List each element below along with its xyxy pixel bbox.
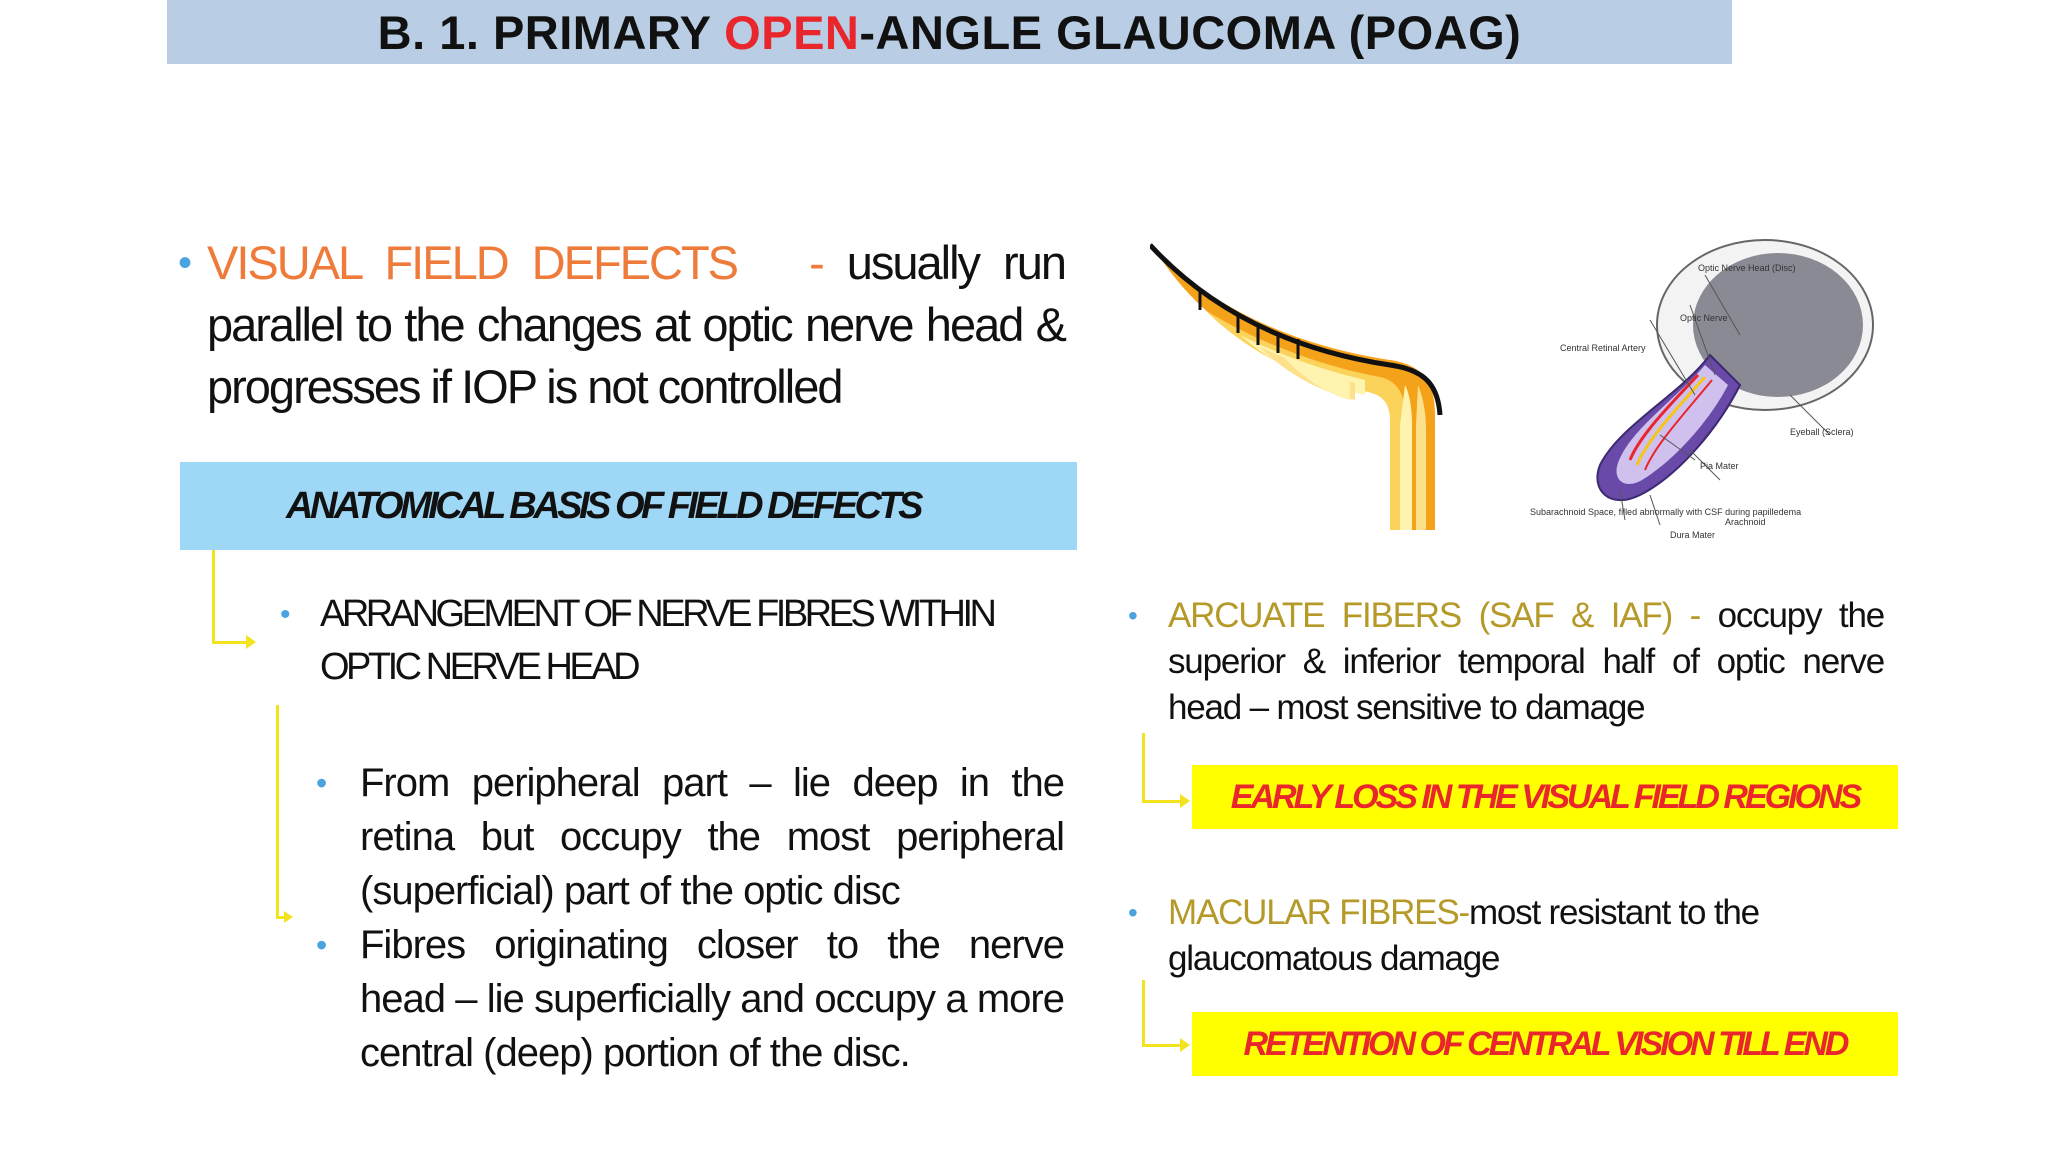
eyeball-cross-section	[1596, 239, 1874, 526]
intro-label: VISUAL FIELD DEFECTS	[207, 236, 739, 289]
intro-bullet: • VISUAL FIELD DEFECTS - usually run par…	[178, 232, 1067, 418]
bullet-dot-icon: •	[280, 598, 291, 631]
section-banner-text: ANATOMICAL BASIS OF FIELD DEFECTS	[286, 484, 923, 527]
arrangement-bullet: • ARRANGEMENT OF NERVE FIBRES WITHIN OPT…	[280, 588, 1082, 694]
label-optic-nerve-head: Optic Nerve Head (Disc)	[1698, 263, 1796, 273]
arcuate-text: ARCUATE FIBERS (SAF & IAF) - occupy the …	[1168, 593, 1885, 731]
label-eyeball: Eyeball (Sclera)	[1790, 427, 1854, 437]
arcuate-label: ARCUATE FIBERS (SAF & IAF)	[1168, 596, 1673, 635]
bullet-dot-icon: •	[316, 765, 327, 801]
title-bar: B. 1. PRIMARY OPEN-ANGLE GLAUCOMA (POAG)	[167, 0, 1732, 64]
connector-line	[1142, 733, 1145, 803]
arrangement-text: ARRANGEMENT OF NERVE FIBRES WITHIN OPTIC…	[320, 593, 997, 688]
bullet-dot-icon: •	[1128, 897, 1138, 928]
intro-text: VISUAL FIELD DEFECTS - usually run paral…	[207, 232, 1067, 418]
label-central-retinal-artery: Central Retinal Artery	[1560, 343, 1646, 353]
intro-dash: -	[809, 236, 825, 289]
title-highlight: OPEN	[724, 5, 860, 59]
sub-bullet-central: • Fibres originating closer to the nerve…	[316, 918, 1065, 1080]
sub-bullet-text: From peripheral part – lie deep in the r…	[360, 761, 1065, 913]
label-optic-nerve: Optic Nerve	[1680, 313, 1728, 323]
intro-body: usually run parallel to the changes at o…	[207, 236, 1067, 413]
macular-bullet: • MACULAR FIBRES-most resistant to the g…	[1128, 890, 1884, 982]
label-subarachnoid: Subarachnoid Space, filled abnormally wi…	[1530, 507, 1801, 517]
connector-line	[1142, 1044, 1182, 1047]
sub-bullet-peripheral: • From peripheral part – lie deep in the…	[316, 756, 1065, 918]
sub-bullet-text: Fibres originating closer to the nerve h…	[360, 923, 1065, 1075]
arrow-right-icon	[1180, 1038, 1190, 1052]
bullet-dot-icon: •	[316, 927, 327, 963]
label-dura-mater: Dura Mater	[1670, 530, 1715, 540]
label-pia-mater: Pia Mater	[1700, 461, 1739, 471]
bullet-dot-icon: •	[1128, 600, 1138, 631]
connector-line	[276, 705, 279, 919]
connector-line	[212, 550, 215, 644]
arcuate-bullet: • ARCUATE FIBERS (SAF & IAF) - occupy th…	[1128, 593, 1885, 731]
early-loss-text: EARLY LOSS IN THE VISUAL FIELD REGIONS	[1230, 777, 1862, 816]
early-loss-highlight: EARLY LOSS IN THE VISUAL FIELD REGIONS	[1192, 765, 1898, 829]
page-title: B. 1. PRIMARY OPEN-ANGLE GLAUCOMA (POAG)	[378, 5, 1522, 60]
title-prefix: B. 1. PRIMARY	[377, 5, 725, 59]
label-arachnoid: Arachnoid	[1725, 517, 1766, 527]
arrow-right-icon	[284, 911, 293, 923]
nerve-fibre-layers	[1150, 243, 1443, 530]
macular-text: MACULAR FIBRES-most resistant to the gla…	[1168, 890, 1884, 982]
arrow-right-icon	[246, 635, 256, 649]
optic-nerve-diagram: Optic Nerve Head (Disc) Optic Nerve Cent…	[1150, 239, 1874, 540]
connector-line	[276, 916, 286, 919]
arcuate-body: occupy the superior & inferior temporal …	[1168, 596, 1885, 727]
macular-body: most resistant to the glaucomatous damag…	[1168, 893, 1760, 978]
retention-highlight: RETENTION OF CENTRAL VISION TILL END	[1192, 1012, 1898, 1076]
arrow-right-icon	[1180, 794, 1190, 808]
bullet-dot-icon: •	[178, 241, 192, 285]
macular-label: MACULAR FIBRES-	[1168, 893, 1470, 932]
connector-line	[212, 641, 250, 644]
connector-line	[1142, 980, 1145, 1047]
arcuate-dash: -	[1689, 596, 1702, 635]
retention-text: RETENTION OF CENTRAL VISION TILL END	[1243, 1024, 1850, 1063]
section-banner: ANATOMICAL BASIS OF FIELD DEFECTS	[180, 462, 1077, 550]
connector-line	[1142, 800, 1182, 803]
title-suffix: -ANGLE GLAUCOMA (POAG)	[859, 5, 1522, 59]
